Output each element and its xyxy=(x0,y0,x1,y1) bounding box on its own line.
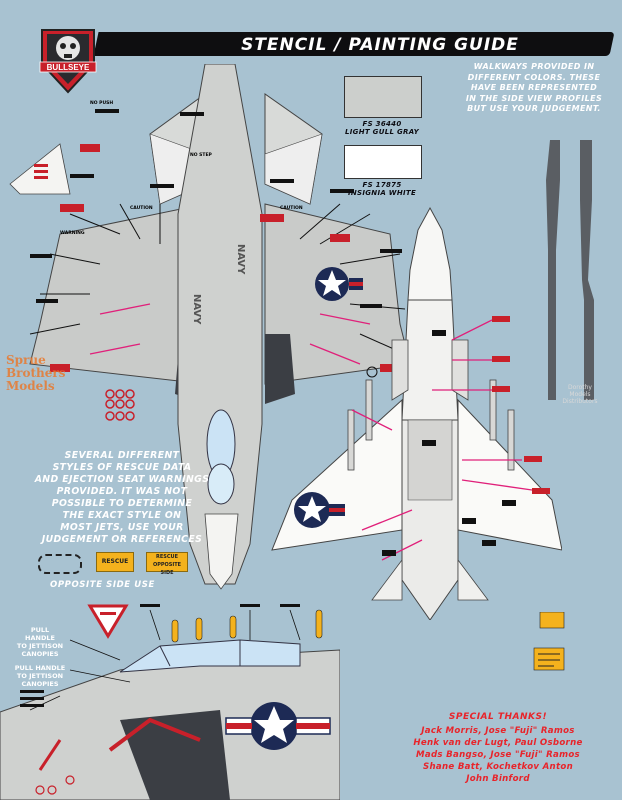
top-view-aircraft: NAVY NAVY xyxy=(9,64,410,590)
special-thanks-title: SPECIAL THANKS! xyxy=(448,712,548,722)
swatch-light-gull-gray xyxy=(344,76,422,118)
thanks-line: John Binford xyxy=(466,774,530,784)
skull-target-icon xyxy=(56,36,80,60)
svg-text:CAUTION: CAUTION xyxy=(130,205,153,211)
side-view-aircraft xyxy=(0,604,340,800)
walkways-note: WALKWAYS PROVIDED IN DIFFERENT COLORS. T… xyxy=(465,62,603,113)
swatch-insignia-white xyxy=(344,145,422,179)
svg-text:BULLSEYE: BULLSEYE xyxy=(47,63,90,72)
bullseye-logo: BULLSEYE xyxy=(39,29,97,94)
dashed-oval-label xyxy=(38,554,82,574)
thanks-line: Henk van der Lugt, Paul Osborne xyxy=(413,738,583,748)
rescue-opposite-label: RESCUE OPPOSITE SIDE xyxy=(146,552,188,576)
dm-watermark: Dorothy Models Distributors xyxy=(562,384,598,405)
svg-text:WARNING: WARNING xyxy=(60,230,85,236)
svg-text:NAVY: NAVY xyxy=(191,294,202,325)
pull-handle-note-1: PULL HANDLE TO JETTISON CANOPIES xyxy=(16,626,64,658)
opposite-side-label: OPPOSITE SIDE USE xyxy=(50,580,155,590)
thanks-line: Mads Bangso, Jose "Fuji" Ramos xyxy=(416,750,580,760)
walkway-strips xyxy=(546,140,594,400)
swatch-light-gull-gray-caption: FS 36440 LIGHT GULL GRAY xyxy=(345,120,419,136)
svg-text:CAUTION: CAUTION xyxy=(280,205,303,211)
svg-text:NO STEP: NO STEP xyxy=(190,152,213,158)
underside-view-aircraft xyxy=(271,206,562,620)
pull-handle-note-2: PULL HANDLE TO JETTISON CANOPIES xyxy=(14,664,66,688)
page-title: STENCIL / PAINTING GUIDE xyxy=(241,35,519,55)
thanks-line: Jack Morris, Jose "Fuji" Ramos xyxy=(421,726,575,736)
sprue-watermark: Sprue Brothers Models xyxy=(6,353,66,393)
svg-text:NO PUSH: NO PUSH xyxy=(90,100,113,106)
swatch-insignia-white-caption: FS 17875 INSIGNIA WHITE xyxy=(347,181,417,197)
rescue-label: RESCUE xyxy=(96,552,134,572)
special-thanks-list: Jack Morris, Jose "Fuji" Ramos Henk van … xyxy=(378,725,618,785)
svg-text:NAVY: NAVY xyxy=(235,244,246,275)
stencil-icons xyxy=(533,612,565,671)
rescue-note: SEVERAL DIFFERENT STYLES OF RESCUE DATA … xyxy=(34,450,210,545)
thanks-line: Shane Batt, Kochetkov Anton xyxy=(422,762,573,772)
